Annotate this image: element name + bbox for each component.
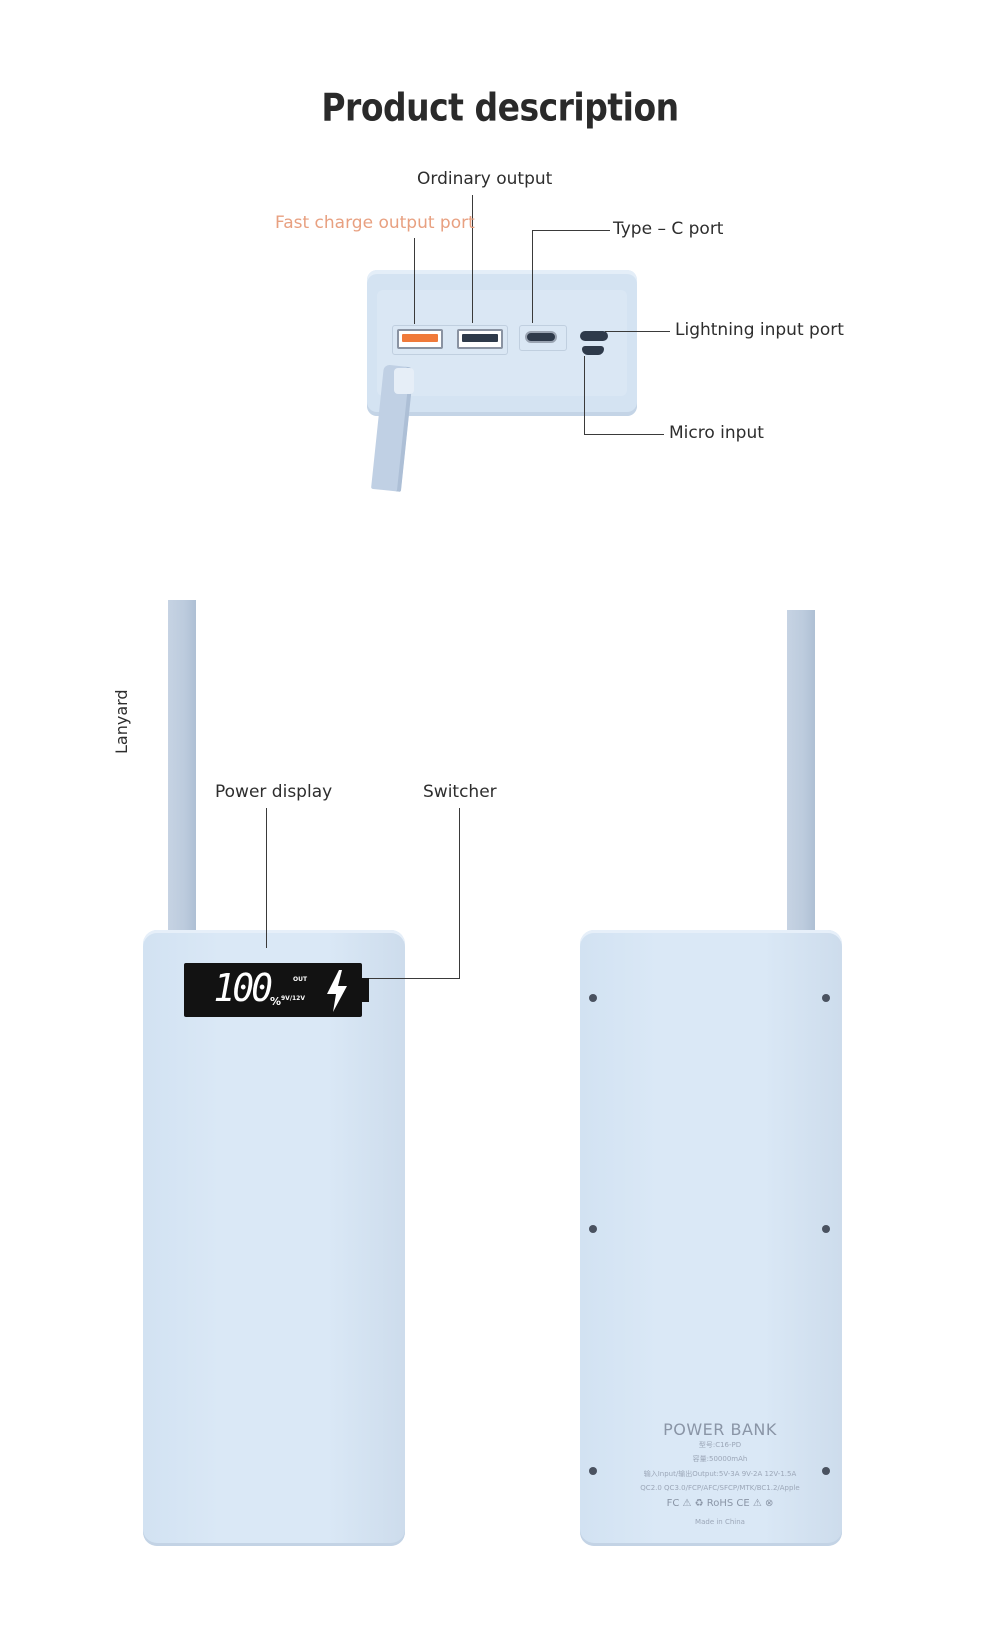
label-power-display: Power display: [215, 782, 333, 802]
micro-usb-port: [582, 346, 604, 355]
lightning-port: [580, 331, 608, 341]
back-io-text: 输入Input/输出Output:5V-3A 9V-2A 12V-1.5A: [643, 1470, 797, 1478]
label-switcher: Switcher: [423, 782, 497, 802]
label-fast-charge: Fast charge output port: [275, 213, 475, 233]
leader-micro-horizontal: [584, 434, 664, 435]
back-origin-text: Made in China: [695, 1518, 745, 1526]
back-certification-marks: FC ⚠ ♻ RoHS CE ⚠ ⊗: [666, 1498, 774, 1509]
leader-fast-charge: [414, 238, 415, 324]
back-model-text: 型号:C16-PD: [698, 1441, 742, 1449]
back-brand-text: POWER BANK: [663, 1420, 777, 1439]
label-lightning: Lightning input port: [675, 320, 844, 340]
switcher-button[interactable]: [360, 978, 369, 1002]
back-protocols-text: QC2.0 QC3.0/FCP/AFC/SFCP/MTK/BC1.2/Apple: [640, 1484, 800, 1492]
leader-switcher-horizontal: [369, 978, 460, 979]
lightning-bolt-icon: [327, 970, 347, 1012]
screw-icon: [589, 994, 597, 1002]
lanyard-strap-back: [787, 610, 815, 940]
label-type-c: Type – C port: [613, 219, 724, 239]
screw-icon: [822, 1225, 830, 1233]
battery-percent-value: 100: [213, 966, 272, 1010]
power-bank-front: [143, 930, 405, 1546]
label-ordinary-output: Ordinary output: [417, 169, 553, 189]
leader-switcher-vertical: [459, 808, 460, 978]
screw-icon: [822, 994, 830, 1002]
leader-power-display: [266, 808, 267, 948]
voltage-indicator: 9V/12V: [281, 995, 306, 1002]
leader-type-c-horizontal: [532, 230, 610, 231]
leader-ordinary-output: [472, 195, 473, 323]
leader-lightning: [605, 331, 670, 332]
label-lanyard: Lanyard: [112, 689, 131, 754]
output-indicator: OUT: [293, 976, 308, 983]
type-c-port: [525, 331, 557, 343]
back-capacity-text: 容量:50000mAh: [692, 1455, 748, 1463]
lanyard-strap-front: [168, 600, 196, 940]
screw-icon: [589, 1225, 597, 1233]
percent-sign: %: [270, 995, 282, 1008]
power-bank-back: [580, 930, 842, 1546]
screw-icon: [822, 1467, 830, 1475]
screw-icon: [589, 1467, 597, 1475]
fast-charge-usb-port: [397, 329, 443, 349]
typec-port-frame: [519, 325, 567, 351]
ordinary-usb-port: [457, 329, 503, 349]
leader-type-c-vertical: [532, 230, 533, 323]
page-title: Product description: [321, 85, 679, 130]
usb-port-frame: [392, 325, 508, 355]
lanyard-loop: [394, 368, 414, 394]
label-micro: Micro input: [669, 423, 764, 443]
leader-micro-vertical: [584, 356, 585, 434]
